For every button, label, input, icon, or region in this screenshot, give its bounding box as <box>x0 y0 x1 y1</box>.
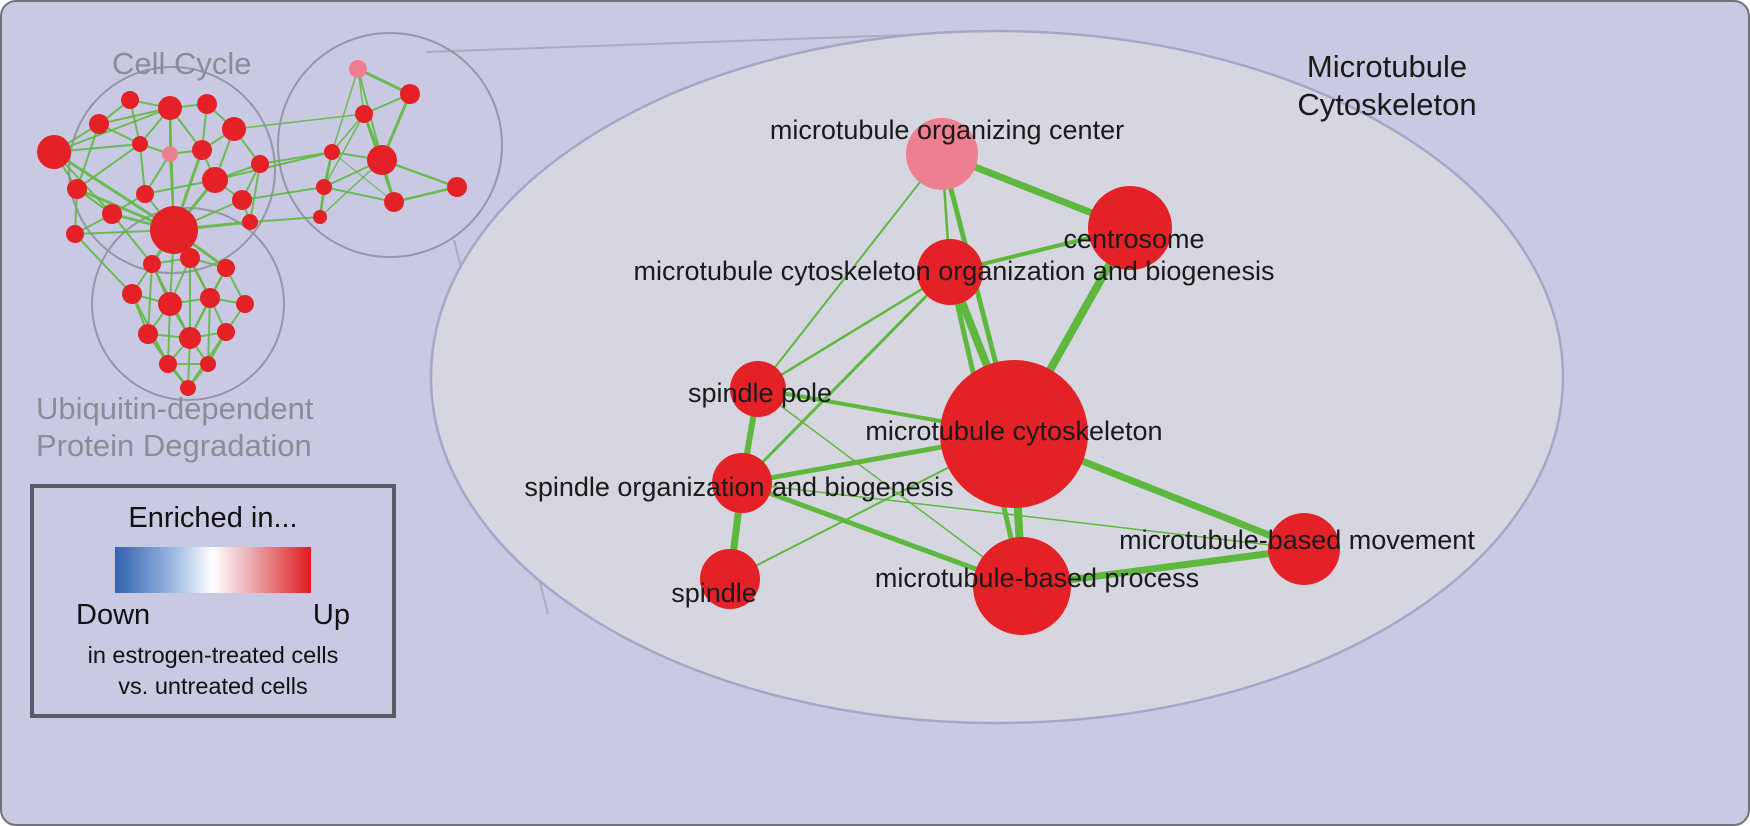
overview-edge <box>111 213 153 265</box>
overview-node-m8 <box>313 210 327 224</box>
overview-node-u8 <box>179 327 201 349</box>
overview-node-u10 <box>159 355 177 373</box>
cluster-label-microtubule: Microtubule Cytoskeleton <box>1282 48 1492 124</box>
legend-up-label: Up <box>312 599 350 631</box>
overview-node-c16 <box>150 206 198 254</box>
node-label-mcob: microtubule cytoskeleton organization an… <box>634 256 1275 286</box>
overview-node-c1 <box>89 114 109 134</box>
overview-node-c17 <box>242 214 258 230</box>
overview-edge <box>259 151 333 165</box>
overview-node-c12 <box>202 167 228 193</box>
overview-node-c11 <box>136 185 154 203</box>
node-label-spindle_pole: spindle pole <box>688 378 832 408</box>
overview-edge <box>393 185 458 204</box>
overview-node-u1 <box>180 248 200 268</box>
overview-node-c0 <box>37 135 71 169</box>
overview-node-c7 <box>162 146 178 162</box>
overview-node-c4 <box>197 94 217 114</box>
legend-subtitle-line2: vs. untreated cells <box>118 673 308 699</box>
legend-title: Enriched in... <box>128 502 298 534</box>
overview-node-c5 <box>222 117 246 141</box>
cluster-label-microtubule-line2: Cytoskeleton <box>1297 87 1477 122</box>
detail-edge <box>741 482 1305 550</box>
detail-edge <box>741 480 1023 589</box>
node-label-mbp: microtubule-based process <box>875 563 1199 593</box>
overview-node-c3 <box>158 96 182 120</box>
cluster-circle-ubiquitin-degradation <box>91 207 285 401</box>
detail-edge <box>757 270 951 391</box>
legend: Enriched in... Down Up in estrogen-treat… <box>30 484 396 718</box>
overview-node-c13 <box>232 190 252 210</box>
node-mbp <box>973 537 1071 635</box>
node-spindle_pole <box>730 361 786 417</box>
overview-node-m1 <box>400 84 420 104</box>
overview-node-m0 <box>349 60 367 78</box>
overview-node-u11 <box>200 356 216 372</box>
legend-axis-labels: Down Up <box>34 599 392 632</box>
overview-edge <box>76 123 100 190</box>
detail-edge <box>757 153 943 390</box>
node-sob <box>712 453 772 513</box>
cluster-label-ubiquitin-line1: Ubiquitin-dependent <box>36 391 314 426</box>
overview-node-u2 <box>217 259 235 277</box>
overview-edge <box>323 186 395 203</box>
cluster-label-ubiquitin: Ubiquitin-dependent Protein Degradation <box>36 390 314 464</box>
overview-node-u12 <box>180 380 196 396</box>
node-label-spindle: spindle <box>671 578 757 608</box>
overview-edge <box>214 151 333 181</box>
overview-node-c14 <box>251 155 269 173</box>
overview-node-u5 <box>200 288 220 308</box>
cluster-circle-microtubule-cytoskeleton <box>277 32 503 258</box>
detail-edge <box>740 270 952 485</box>
overview-node-u9 <box>217 323 235 341</box>
overview-node-u7 <box>138 324 158 344</box>
overview-edge <box>249 216 321 223</box>
node-label-moc: microtubule organizing center <box>770 115 1124 145</box>
node-spindle <box>700 549 760 609</box>
overview-edge <box>207 297 211 365</box>
detail-edge <box>757 388 1023 587</box>
overview-node-c6 <box>132 136 148 152</box>
overview-edge <box>74 233 133 295</box>
node-mc <box>940 360 1088 508</box>
overview-node-c15 <box>66 225 84 243</box>
node-label-sob: spindle organization and biogenesis <box>524 472 953 502</box>
overview-node-c2 <box>121 91 139 109</box>
overview-edge <box>249 163 261 223</box>
overview-node-c10 <box>102 204 122 224</box>
legend-gradient-bar <box>115 547 311 593</box>
overview-edge <box>76 143 141 190</box>
overview-node-u6 <box>236 295 254 313</box>
overview-node-u4 <box>158 292 182 316</box>
overview-node-m7 <box>384 192 404 212</box>
cluster-label-ubiquitin-line2: Protein Degradation <box>36 428 312 463</box>
overview-node-u0 <box>143 255 161 273</box>
overview-node-m4 <box>367 145 397 175</box>
node-label-mbm: microtubule-based movement <box>1119 525 1475 555</box>
overview-node-u3 <box>122 284 142 304</box>
node-label-mc: microtubule cytoskeleton <box>865 416 1162 446</box>
overview-edge <box>331 68 359 153</box>
overview-node-m6 <box>447 177 467 197</box>
overview-node-c9 <box>67 179 87 199</box>
overview-edge <box>233 113 365 130</box>
node-centrosome <box>1088 186 1172 270</box>
node-moc <box>906 118 978 190</box>
legend-down-label: Down <box>76 599 151 631</box>
node-label-centrosome: centrosome <box>1063 224 1204 254</box>
cluster-label-cell-cycle: Cell Cycle <box>112 46 252 81</box>
legend-subtitle-line1: in estrogen-treated cells <box>87 642 339 668</box>
overview-node-m2 <box>355 105 373 123</box>
node-mbm <box>1268 513 1340 585</box>
overview-edge <box>241 186 325 201</box>
overview-node-m3 <box>324 144 340 160</box>
overview-node-m5 <box>316 179 332 195</box>
cluster-label-microtubule-line1: Microtubule <box>1306 49 1468 84</box>
node-mcob <box>917 239 983 305</box>
overview-edge <box>323 113 365 188</box>
overview-node-c8 <box>192 140 212 160</box>
